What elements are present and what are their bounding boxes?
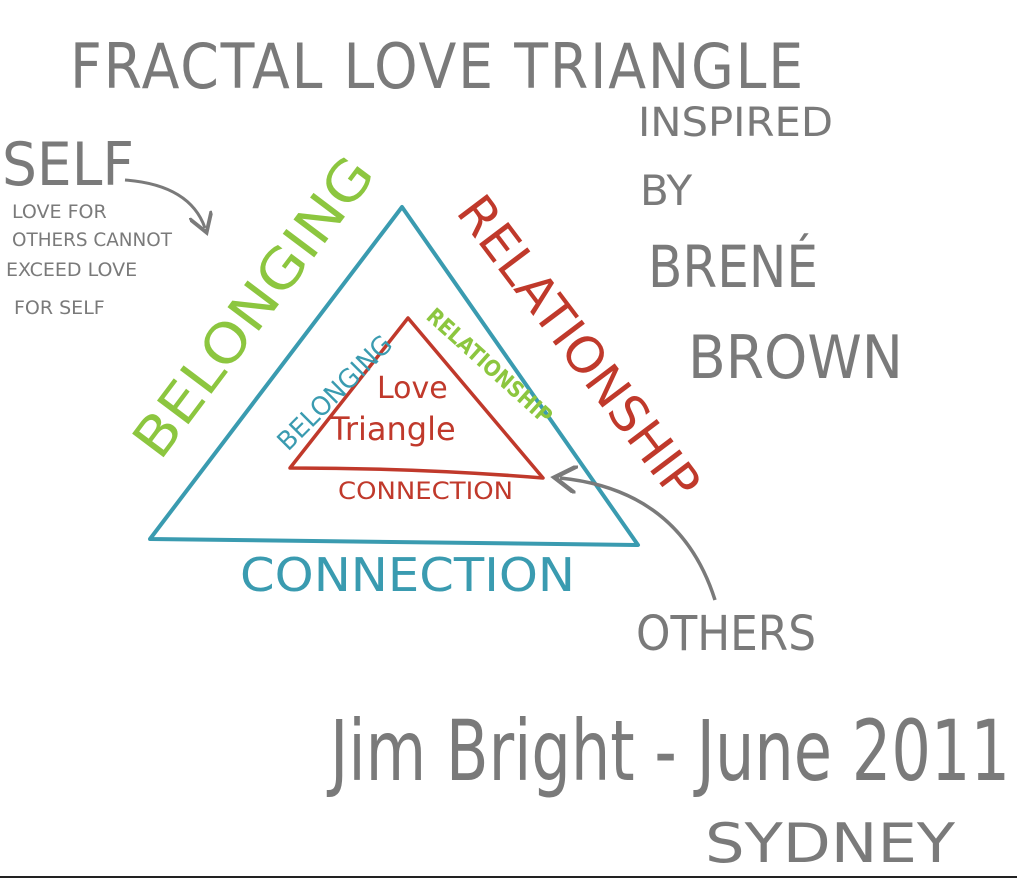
self-note-line-3: EXCEED LOVE <box>6 259 137 281</box>
inner-center-line-1: Love <box>377 371 448 406</box>
self-arrow <box>124 178 205 228</box>
self-note-line-1: LOVE FOR <box>12 201 107 223</box>
signature-line-2: SYDNEY <box>705 812 956 875</box>
self-note-line-2: OTHERS CANNOT <box>12 229 172 251</box>
page-title: FRACTAL LOVE TRIANGLE <box>70 30 805 103</box>
inspired-line-4: BROWN <box>688 323 903 393</box>
self-label: SELF <box>2 130 134 200</box>
signature-line-1: Jim Bright - June 2011 <box>326 702 1010 800</box>
outer-connection-label: CONNECTION <box>240 548 575 602</box>
others-label: OTHERS <box>636 606 816 662</box>
inspired-line-3: BRENÉ <box>648 232 818 301</box>
inspired-line-1: INSPIRED <box>638 100 833 146</box>
inspired-line-2: BY <box>640 166 693 215</box>
outer-triangle <box>148 205 640 547</box>
self-note-line-4: FOR SELF <box>14 297 105 319</box>
inner-connection-label: CONNECTION <box>338 477 513 505</box>
others-arrow <box>560 478 717 601</box>
inner-triangle <box>288 316 545 480</box>
inner-center-line-2: Triangle <box>329 410 456 448</box>
